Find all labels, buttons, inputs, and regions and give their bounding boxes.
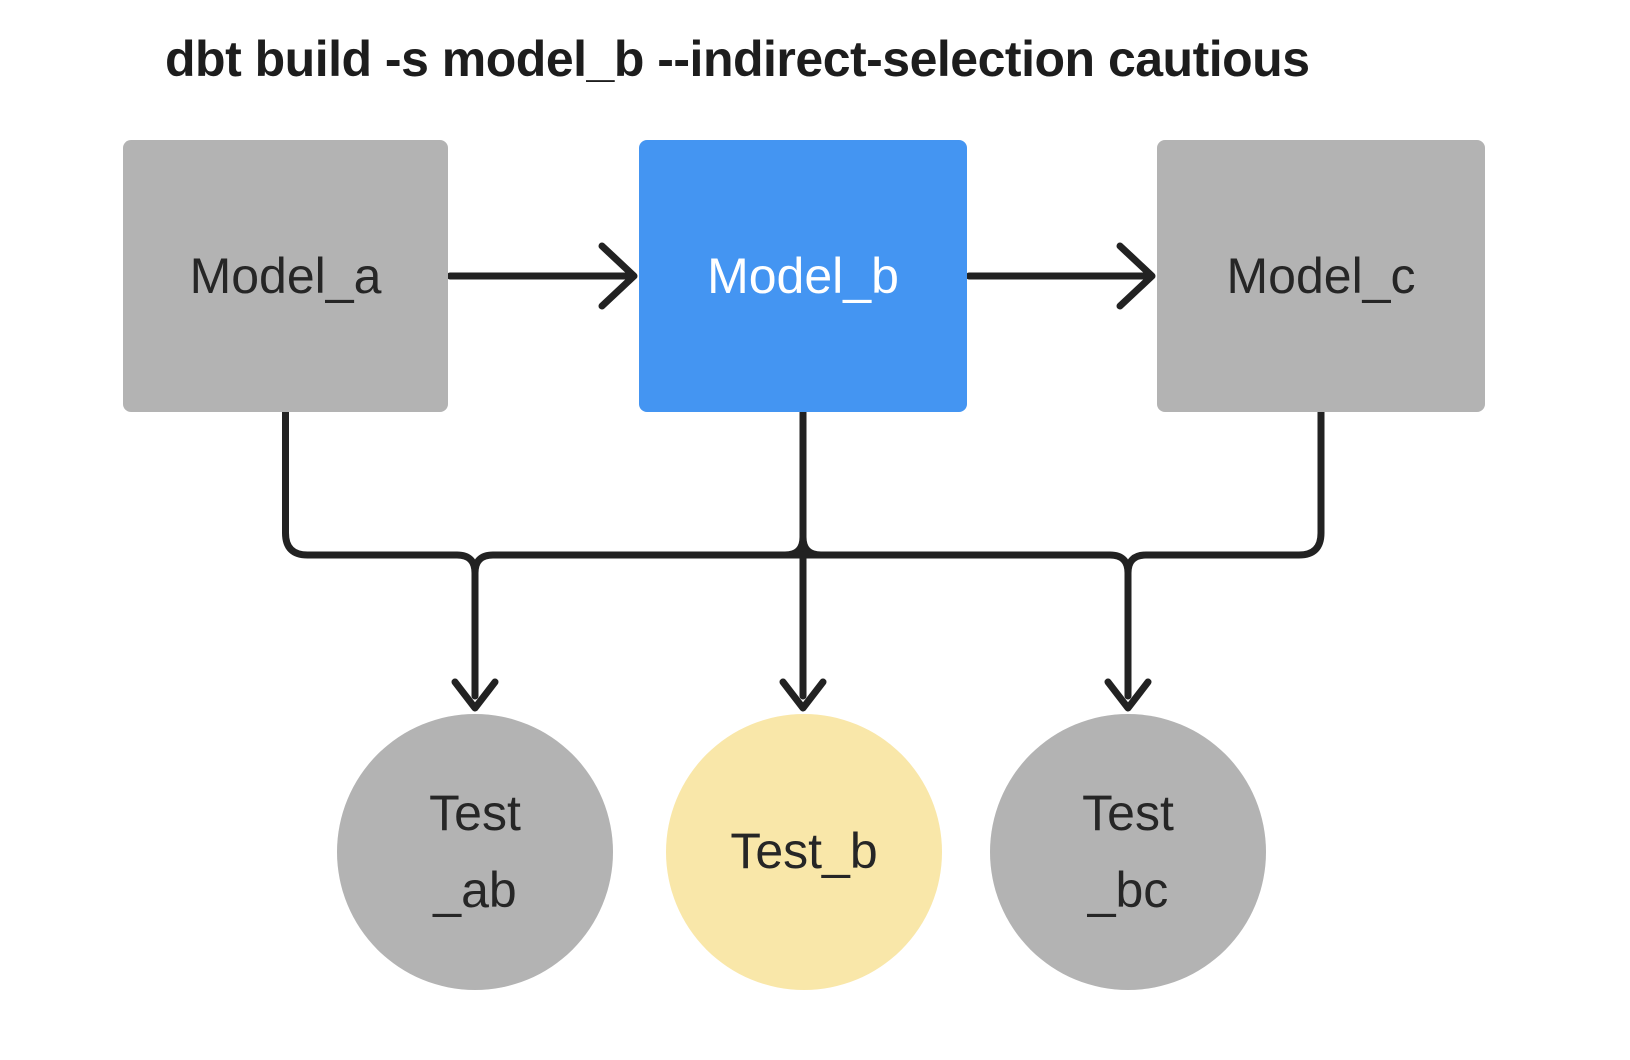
edge-model-c-to-test-bc: [1124, 408, 1325, 700]
arrowhead-model-b-icon: [598, 242, 638, 310]
arrowhead-test-ab-icon: [451, 678, 499, 712]
node-model-b-label: Model_b: [707, 248, 899, 304]
diagram-title: dbt build -s model_b --indirect-selectio…: [165, 31, 1310, 87]
node-test-bc-label-line2: _bc: [1087, 862, 1169, 918]
arrowhead-model-c-icon: [1116, 242, 1156, 310]
node-test-bc-label-line1: Test: [1082, 784, 1174, 841]
arrowhead-test-bc-icon: [1104, 678, 1152, 712]
node-test-ab-label-line1: Test: [429, 784, 521, 841]
node-test-bc: Test _bc: [990, 714, 1266, 990]
edge-model-a-to-test-ab: [282, 408, 479, 700]
node-test-ab-label-line2: _ab: [433, 862, 517, 918]
edge-model-b-to-test-ab: [471, 551, 807, 577]
node-model-a-label: Model_a: [189, 248, 382, 304]
arrowhead-test-b-icon: [779, 678, 827, 712]
node-test-ab: Test _ab: [337, 714, 613, 990]
bus-junction-fillet-right: [799, 533, 825, 559]
node-model-c: Model_c: [1157, 140, 1485, 412]
node-model-b-selected: Model_b: [639, 140, 967, 412]
edge-model-b-to-test-bc: [799, 551, 1132, 577]
node-model-a: Model_a: [123, 140, 448, 412]
node-model-c-label: Model_c: [1226, 248, 1416, 304]
node-test-b-selected: Test_b: [666, 714, 942, 990]
node-test-b-label: Test_b: [730, 823, 878, 880]
